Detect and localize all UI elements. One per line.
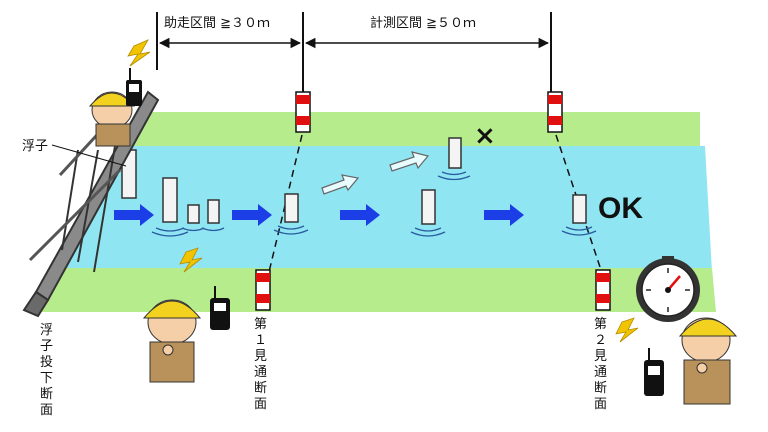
worker-icon	[88, 91, 136, 147]
near-pole-second	[595, 269, 611, 311]
second-section-label: 第２見通断面	[594, 317, 607, 412]
flow-arrow-icon	[484, 204, 524, 226]
float-failed	[448, 137, 462, 169]
radio-icon	[644, 348, 664, 396]
flow-arrow-icon	[232, 204, 272, 226]
section-label-char: 面	[594, 397, 607, 412]
run-up-label: 助走区間 ≧３０ｍ	[164, 16, 270, 31]
section-label-char: 断	[254, 381, 267, 396]
section-label-char: 通	[594, 365, 607, 380]
section-label-char: ２	[594, 333, 607, 348]
far-pole-second	[547, 91, 563, 133]
radio-icon	[126, 68, 142, 106]
drift-arrow-icon	[321, 174, 360, 195]
lightning-icon	[127, 39, 151, 67]
drift-arrow-icon	[389, 151, 430, 172]
float-label: 浮子	[22, 139, 48, 154]
lightning-icon	[179, 247, 203, 273]
section-label-char: 子	[40, 339, 53, 354]
far-pole-first	[295, 91, 311, 133]
fail-mark: ×	[474, 121, 496, 151]
flow-arrows	[114, 204, 524, 226]
section-label-char: 第	[254, 317, 267, 332]
section-labels: 浮子投下断面 第１見通断面 第２見通断面	[40, 317, 607, 418]
lightning-icon	[615, 317, 639, 343]
section-label-char: 見	[254, 349, 267, 364]
float	[572, 194, 587, 224]
first-section-label: 第１見通断面	[254, 317, 267, 412]
measure-label: 計測区間 ≧５０ｍ	[370, 15, 476, 31]
float	[187, 204, 200, 224]
section-label-char: １	[254, 333, 267, 348]
section-label-char: 断	[40, 387, 53, 402]
section-label-char: 浮	[40, 323, 53, 338]
dimension-lines: 助走区間 ≧３０ｍ 計測区間 ≧５０ｍ	[156, 12, 552, 100]
near-bank	[40, 268, 716, 312]
water-surface	[60, 146, 712, 272]
section-label-char: 見	[594, 349, 607, 364]
section-label-char: 面	[40, 403, 53, 418]
section-label-char: 投	[40, 354, 53, 370]
section-label-char: 通	[254, 365, 267, 380]
section-label-char: 第	[594, 317, 607, 332]
far-bank	[130, 112, 700, 150]
float-leader-line	[51, 144, 127, 167]
floats	[121, 137, 587, 225]
worker-icon	[678, 317, 738, 405]
drop-section-label: 浮子投下断面	[40, 323, 53, 418]
flow-arrow-icon	[114, 204, 154, 226]
section-label-char: 下	[40, 371, 53, 386]
section-label-char: 断	[594, 381, 607, 396]
float	[207, 199, 220, 224]
ok-label: OK	[598, 192, 643, 225]
stopwatch-icon	[636, 256, 700, 322]
float	[162, 177, 178, 223]
flow-arrow-icon	[340, 204, 380, 226]
radio-icon	[210, 286, 230, 330]
drift-arrows	[321, 151, 430, 195]
float	[421, 189, 436, 225]
worker-icon	[142, 299, 202, 383]
section-label-char: 面	[254, 397, 267, 412]
ripples	[151, 171, 597, 237]
float	[284, 193, 299, 223]
near-pole-first	[255, 269, 271, 311]
